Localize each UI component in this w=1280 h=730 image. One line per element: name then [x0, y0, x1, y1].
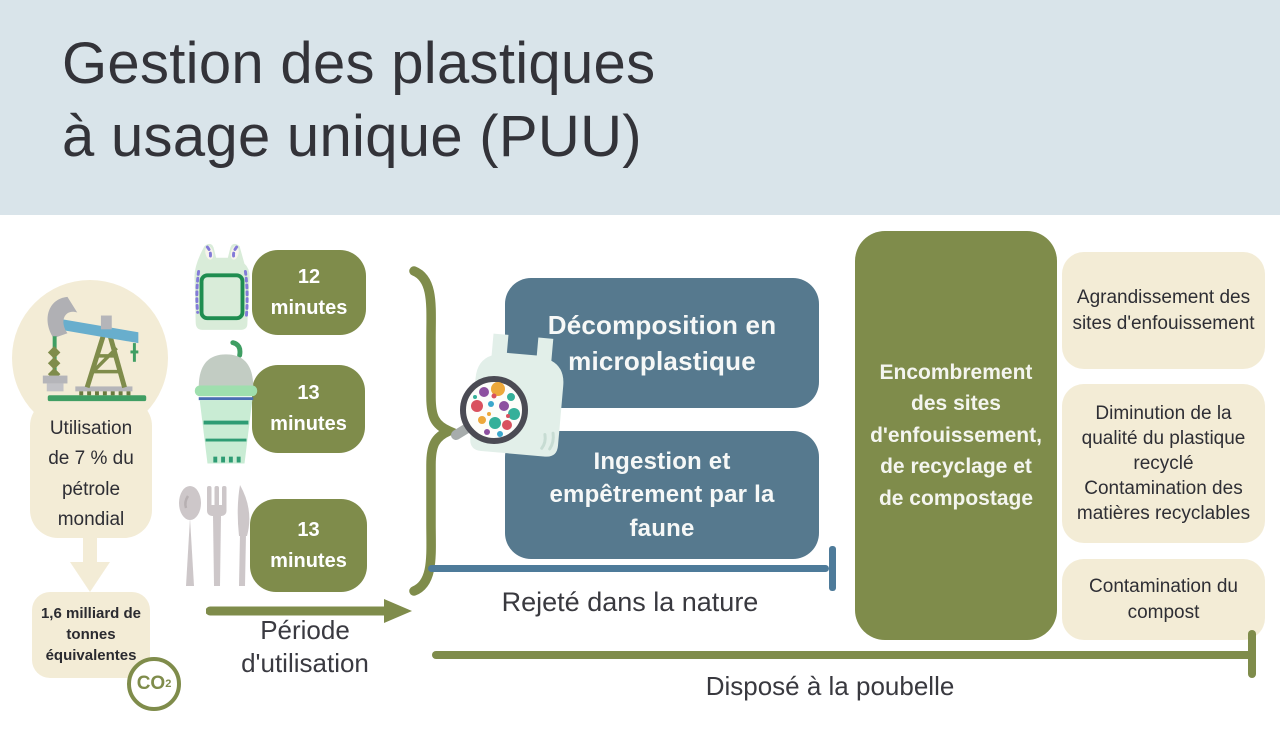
co2-equivalent-text: 1,6 milliard de tonnes équivalentes — [40, 605, 142, 664]
header-band: Gestion des plastiques à usage unique (P… — [0, 0, 1280, 215]
outcome-quality-text: Diminution de la qualité du plastique re… — [1081, 402, 1246, 474]
plastic-bag-icon — [194, 243, 250, 330]
period-axis-label: Période d'utilisation — [241, 615, 369, 679]
disposal-axis-line — [432, 651, 1254, 659]
disposal-axis-label: Disposé à la poubelle — [705, 671, 955, 701]
petrol-usage-text: Utilisation de 7 % du pétrole mondial — [48, 418, 134, 531]
period-arrow-icon — [206, 599, 412, 623]
co2-sub: 2 — [165, 678, 172, 690]
nature-axis-endcap — [829, 546, 836, 591]
cup-icon — [194, 340, 258, 464]
cutlery-icon — [179, 485, 250, 586]
outcome-compost-text: Contamination du compost — [1089, 576, 1238, 623]
oil-pumpjack-icon — [42, 296, 147, 402]
microplastic-magnifier-icon — [451, 333, 564, 457]
co2-label: CO — [136, 673, 166, 694]
outcome-landfill-box: Agrandissement des sites d'enfouissement — [1062, 252, 1265, 369]
duration-badge-cup: 13 minutes — [252, 365, 365, 453]
nature-axis-label: Rejeté dans la nature — [501, 587, 759, 617]
nature-axis-line — [428, 565, 829, 572]
duration-badge-cutlery: 13 minutes — [250, 499, 367, 592]
outcome-compost-box: Contamination du compost — [1062, 559, 1265, 640]
co2-equivalent-box — [32, 592, 150, 678]
page-title: Gestion des plastiques à usage unique (P… — [62, 31, 656, 169]
disposal-axis-endcap — [1248, 630, 1256, 678]
duration-badge-bag: 12 minutes — [252, 250, 366, 335]
curly-brace-icon — [409, 266, 456, 596]
outcome-contamination-text: Contamination des matières recyclables — [1076, 478, 1251, 525]
petrol-usage-box — [30, 398, 152, 538]
effect-ingestion-box: Ingestion et empêtrement par la faune — [505, 431, 819, 559]
outcome-recycling-box: Diminution de la qualité du plastique re… — [1062, 384, 1265, 543]
disposal-main-effect-box: Encombrement des sites d'enfouissement, … — [855, 231, 1057, 640]
down-arrow-icon — [70, 536, 110, 592]
outcome-landfill-text: Agrandissement des sites d'enfouissement — [1072, 287, 1255, 334]
